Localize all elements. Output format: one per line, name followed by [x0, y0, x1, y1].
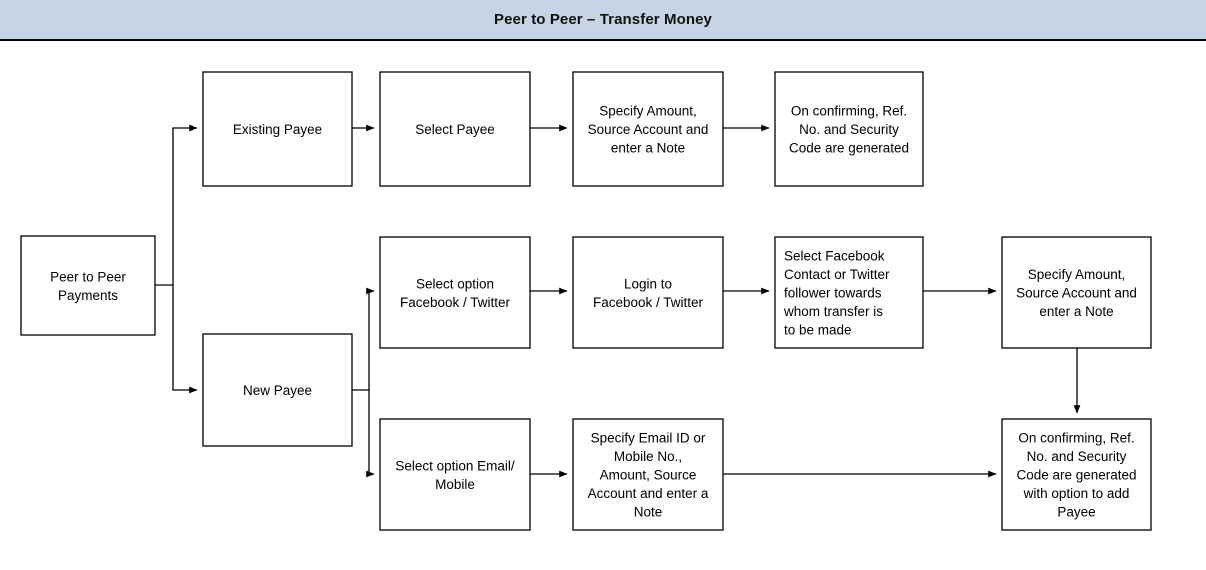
node-label-line: New Payee [243, 383, 312, 398]
edges-layer [155, 124, 1081, 478]
page-header: Peer to Peer – Transfer Money [0, 0, 1206, 41]
node-box [774, 236, 924, 349]
node-box [572, 236, 724, 349]
node-label-line: Payee [1057, 505, 1095, 520]
node-box [202, 333, 353, 447]
edge-new-payee-to-select-option-email [366, 390, 375, 478]
node-label-line: whom transfer is [783, 304, 883, 319]
node-box [202, 71, 353, 187]
node-label-line: Facebook / Twitter [400, 295, 511, 310]
node-label-line: enter a Note [1039, 304, 1113, 319]
node-box [379, 71, 531, 187]
node-label-line: Select Facebook [784, 249, 885, 264]
node-specify-amount-source-account-note-2[interactable]: Specify Amount, Source Account and enter a… [1001, 236, 1152, 349]
node-label-line: Mobile [435, 477, 475, 492]
node-label-line: Account and enter a [588, 486, 709, 501]
node-label-line: with option to add [1023, 486, 1130, 501]
node-label-line: Amount, Source [600, 468, 697, 483]
edge-start-to-existing-payee [155, 124, 198, 286]
node-label-line: Specify Amount, [599, 104, 697, 119]
node-select-option-email-mobile[interactable]: Select option Email/Mobile [379, 418, 531, 531]
edge-start-to-new-payee [172, 285, 198, 394]
node-label-line: Select option [416, 276, 494, 291]
node-box [572, 71, 724, 187]
node-box [1001, 236, 1152, 349]
node-label-line: No. and Security [1027, 449, 1127, 464]
node-specify-amount-source-account-note[interactable]: Specify Amount, Source Account and enter a… [572, 71, 724, 187]
node-label-line: Specify Amount, [1028, 267, 1126, 282]
node-box [379, 236, 531, 349]
node-label-line: enter a Note [611, 141, 685, 156]
node-label-line: follower towards [784, 286, 882, 301]
node-login-to-facebook-twitter[interactable]: Login to Facebook / Twitter [572, 236, 724, 349]
node-label-line: Existing Payee [233, 122, 322, 137]
node-label-line: Facebook / Twitter [593, 295, 704, 310]
node-box [379, 418, 531, 531]
node-box [1001, 418, 1152, 531]
node-ref-no-security-code-generated[interactable]: On confirming, Ref. No. and SecurityCode … [774, 71, 924, 187]
node-label-line: Source Account and [1016, 286, 1137, 301]
node-select-payee[interactable]: Select Payee [379, 71, 531, 187]
node-label-line: Mobile No., [614, 449, 682, 464]
node-label-line: Select option Email/ [395, 458, 515, 473]
node-label-line: Contact or Twitter [784, 267, 890, 282]
page-title: Peer to Peer – Transfer Money [494, 11, 712, 28]
node-label-line: On confirming, Ref. [791, 104, 907, 119]
node-label-line: Login to [624, 276, 672, 291]
node-ref-no-security-code-generated-add-payee[interactable]: On confirming, Ref. No. and SecurityCode … [1001, 418, 1152, 531]
node-label-line: Specify Email ID or [591, 431, 706, 446]
node-label-line: Note [634, 505, 663, 520]
node-label-line: Source Account and [588, 122, 709, 137]
node-label-line: to be made [784, 323, 852, 338]
node-label-line: Code are generated [789, 141, 909, 156]
node-label-line: Code are generated [1016, 468, 1136, 483]
edge-new-payee-to-select-option-social [352, 287, 375, 391]
node-new-payee[interactable]: New Payee [202, 333, 353, 447]
node-label-line: Select Payee [415, 122, 495, 137]
node-specify-email-id-mobile-amount-source-account-note[interactable]: Specify Email ID or Mobile No., Amount, So… [572, 418, 724, 531]
node-box [572, 418, 724, 531]
node-existing-payee[interactable]: Existing Payee [202, 71, 353, 187]
node-box [774, 71, 924, 187]
node-label-line: Peer to Peer [50, 269, 126, 284]
node-label-line: Payments [58, 288, 118, 303]
node-box [20, 235, 156, 336]
node-label-line: On confirming, Ref. [1018, 431, 1134, 446]
node-label-line: No. and Security [799, 122, 899, 137]
